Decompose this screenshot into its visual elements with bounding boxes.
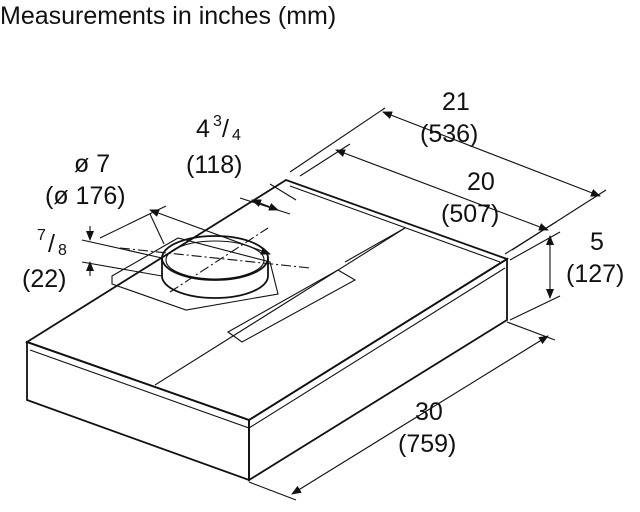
duct-diameter-dim-line (149, 209, 271, 255)
duct-diameter-ext-b (149, 213, 165, 245)
depth-inner-dim-line (335, 149, 549, 231)
duct-offset-whole: 4 (196, 115, 210, 143)
collar-height-mm: (22) (22, 265, 66, 293)
width-dimension: 30 (759) (248, 321, 556, 501)
hood-front-rim (29, 267, 506, 429)
duct-collar (119, 227, 311, 299)
duct-offset-mm: (118) (186, 151, 243, 179)
depth-inner-dimension: 20 (507) (299, 143, 557, 255)
duct-offset-numerator: 3 (213, 113, 222, 130)
height-ext-bottom (509, 295, 561, 321)
depth-outer-inches: 21 (442, 88, 470, 116)
duct-centerline-b (169, 227, 269, 293)
duct-offset-denominator: 4 (232, 127, 241, 144)
hood-side-face (248, 257, 508, 482)
duct-offset-ext-b (269, 183, 297, 201)
height-mm: (127) (566, 260, 624, 288)
collar-height-denominator: 8 (58, 242, 67, 259)
collar-height-ext-top (81, 239, 163, 259)
depth-inner-inches: 20 (467, 168, 495, 196)
collar-height-slash: / (48, 230, 55, 258)
panel-seam-long (154, 227, 406, 386)
width-ext-front (248, 481, 297, 501)
duct-offset-ext-a (239, 197, 291, 215)
collar-height-ext-bottom (81, 261, 163, 277)
depth-outer-mm: (536) (420, 120, 478, 148)
diagram-title: Measurements in inches (mm) (0, 2, 336, 30)
height-inches: 5 (590, 228, 604, 256)
width-mm: (759) (398, 430, 456, 458)
duct-diameter-inches: ø 7 (74, 150, 110, 178)
depth-inner-ext-back (299, 143, 351, 177)
duct-offset-dimension: 4 3 / 4 (118) (186, 113, 297, 215)
duct-diameter-ext-a (99, 205, 167, 239)
control-panel (226, 269, 357, 343)
duct-diameter-dimension: ø 7 (ø 176) (45, 150, 271, 255)
collar-height-numerator: 7 (37, 227, 46, 244)
duct-offset-dim-line (251, 199, 279, 211)
width-dim-line (291, 335, 549, 495)
height-dimension: 5 (127) (509, 228, 624, 321)
collar-height-dimension: 7 / 8 (22) (22, 226, 163, 293)
depth-outer-ext-back (289, 107, 386, 173)
panel-seam-short (344, 227, 406, 263)
duct-collar-wall (161, 258, 269, 299)
hood-top-face (24, 179, 510, 421)
duct-offset-slash: / (222, 115, 229, 143)
width-ext-back (506, 321, 556, 341)
hood-front-face (26, 340, 250, 482)
width-inches: 30 (415, 398, 443, 426)
duct-diameter-mm: (ø 176) (45, 182, 126, 210)
depth-inner-mm: (507) (441, 200, 499, 228)
